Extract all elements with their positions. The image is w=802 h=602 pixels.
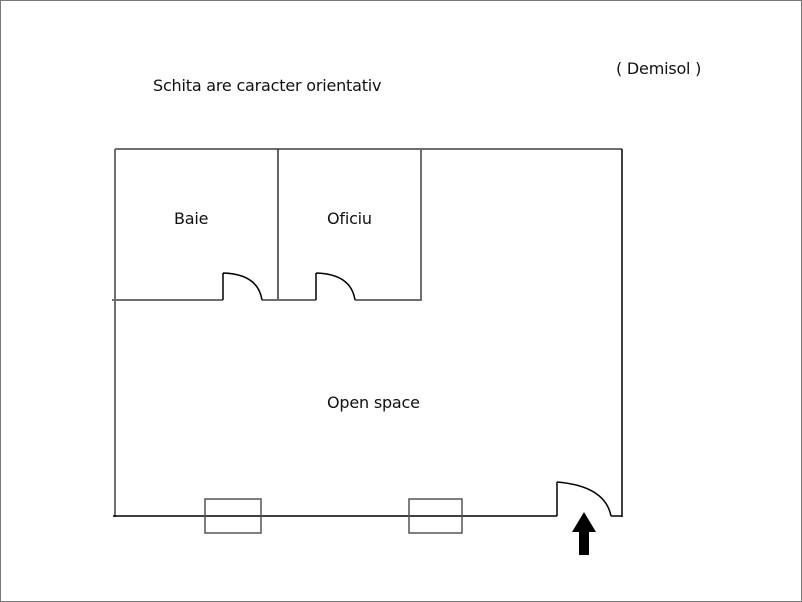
- room-label-baie: Baie: [174, 209, 209, 228]
- entrance-door: [556, 481, 612, 517]
- oficiu-door: [315, 272, 356, 301]
- window-1: [204, 498, 262, 534]
- floor-level-label: ( Demisol ): [616, 59, 702, 78]
- disclaimer-note: Schita are caracter orientativ: [153, 76, 382, 95]
- window-2: [408, 498, 463, 534]
- baie-door: [222, 272, 263, 301]
- entrance-arrow-icon: [572, 512, 596, 555]
- room-label-oficiu: Oficiu: [327, 209, 372, 228]
- room-label-open-space: Open space: [327, 393, 420, 412]
